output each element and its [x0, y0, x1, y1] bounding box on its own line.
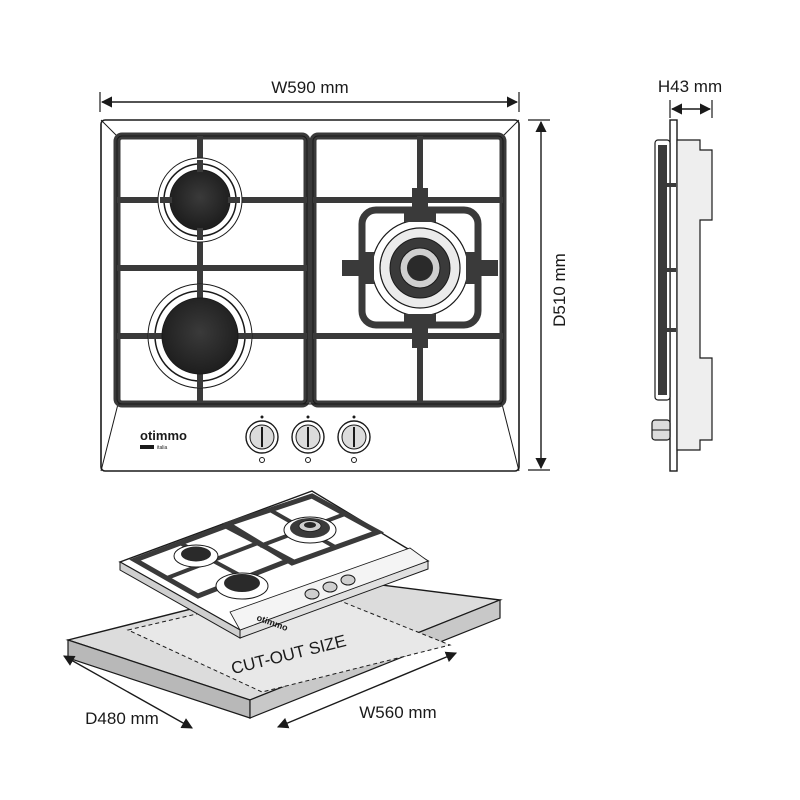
- top-view: W590 mm D510 mm: [99, 78, 569, 472]
- height-label: H43 mm: [658, 77, 722, 96]
- cutout-depth-dimension: D480 mm: [63, 655, 193, 729]
- cutout-depth-label: D480 mm: [85, 709, 159, 728]
- width-dimension: W590 mm: [99, 78, 520, 112]
- burner-icon: [215, 572, 269, 600]
- knob-icon: [304, 588, 320, 600]
- brand-logo: otimmo italia: [140, 428, 187, 451]
- isometric-view: CUT-OUT SIZE D480 mm W560 mm: [63, 490, 503, 729]
- height-dimension: H43 mm: [658, 77, 722, 118]
- cutout-width-label: W560 mm: [359, 703, 436, 722]
- knob-icon: [340, 574, 356, 586]
- burner-icon: [283, 516, 337, 544]
- knob-icon: [245, 415, 279, 463]
- knob-icon: [322, 581, 338, 593]
- cutout-width-dimension: W560 mm: [276, 651, 458, 729]
- side-view: H43 mm: [651, 77, 722, 472]
- depth-dimension: D510 mm: [528, 119, 569, 471]
- burner-icon: [157, 157, 243, 243]
- knob-icon: [337, 415, 371, 463]
- brand-name: otimmo: [140, 428, 187, 443]
- dimension-arrow-icon: [276, 651, 458, 729]
- width-label: W590 mm: [271, 78, 348, 97]
- hob-isometric: otimmo: [118, 490, 430, 639]
- knob-icon: [291, 415, 325, 463]
- brand-sub: italia: [157, 445, 168, 451]
- burner-icon: [342, 188, 498, 348]
- depth-label: D510 mm: [550, 253, 569, 327]
- dimension-arrow-icon: [63, 655, 193, 729]
- burner-icon: [147, 283, 253, 389]
- burner-icon: [173, 544, 219, 568]
